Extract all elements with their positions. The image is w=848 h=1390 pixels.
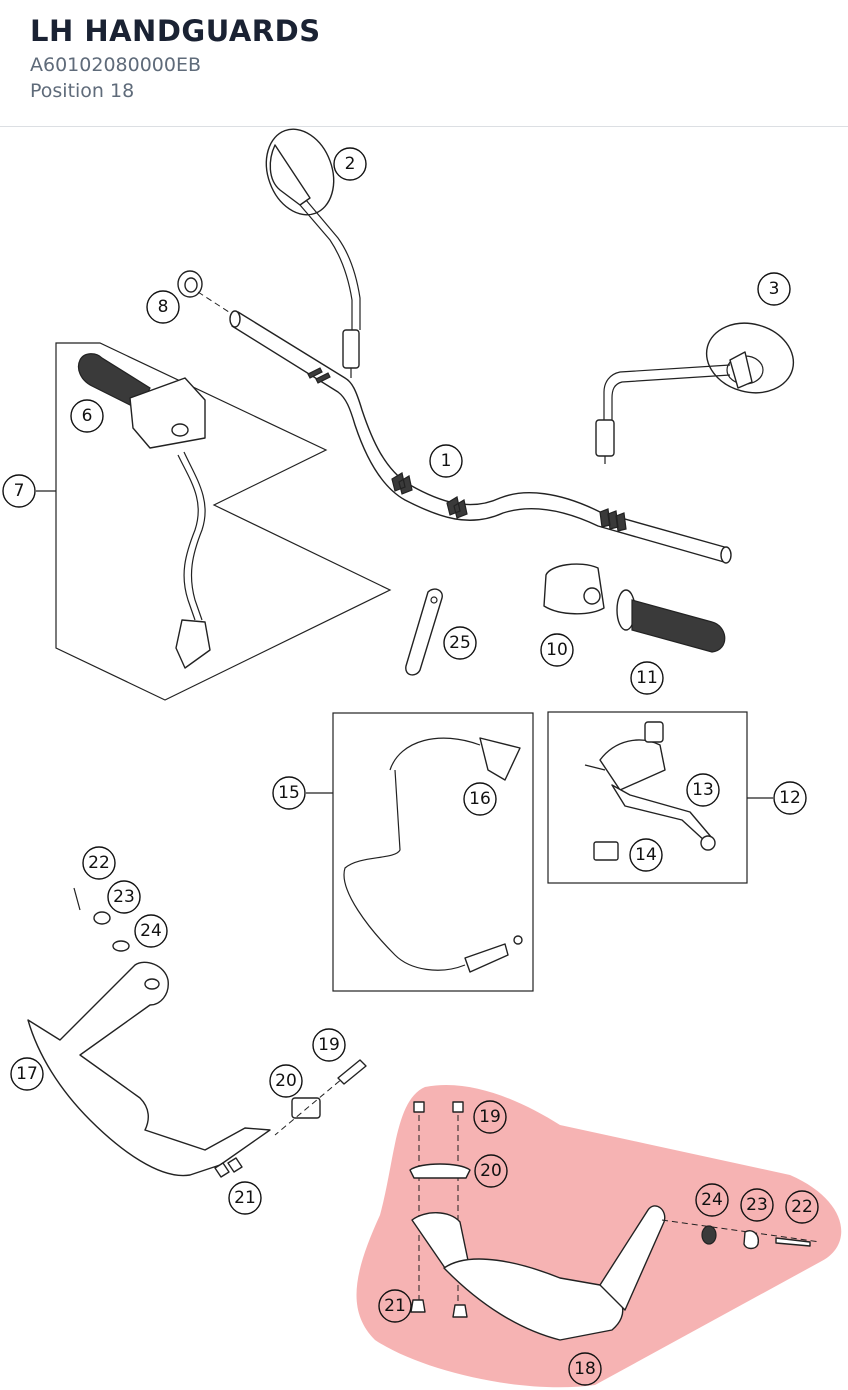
callout-19-right[interactable]: 19 — [473, 1100, 507, 1134]
callout-17[interactable]: 17 — [10, 1057, 44, 1091]
switch-10 — [543, 563, 605, 615]
svg-text:18: 18 — [574, 1359, 596, 1379]
svg-text:13: 13 — [692, 780, 714, 800]
handlebar — [229, 310, 732, 564]
svg-text:21: 21 — [234, 1188, 256, 1208]
callout-6[interactable]: 6 — [70, 399, 104, 433]
svg-text:22: 22 — [791, 1197, 813, 1217]
leader-lines — [36, 490, 773, 799]
position-label: Position 18 — [30, 80, 135, 102]
callout-11[interactable]: 11 — [630, 661, 664, 695]
callout-21-left[interactable]: 21 — [228, 1181, 262, 1215]
callout-23-right[interactable]: 23 — [740, 1188, 774, 1222]
callout-18[interactable]: 18 — [568, 1352, 602, 1386]
svg-text:23: 23 — [113, 887, 135, 907]
svg-text:22: 22 — [88, 853, 110, 873]
callout-24-right[interactable]: 24 — [695, 1183, 729, 1217]
callout-7[interactable]: 7 — [2, 474, 36, 508]
callout-1[interactable]: 1 — [429, 444, 463, 478]
svg-text:20: 20 — [275, 1071, 297, 1091]
handguard-18 — [409, 1101, 821, 1341]
svg-text:25: 25 — [449, 633, 471, 653]
svg-text:15: 15 — [278, 783, 300, 803]
callout-20-left[interactable]: 20 — [269, 1064, 303, 1098]
exploded-parts-diagram: 1 2 3 6 7 8 10 11 12 13 14 15 16 17 18 1… — [2, 128, 842, 1388]
svg-text:24: 24 — [701, 1190, 723, 1210]
callout-13[interactable]: 13 — [686, 773, 720, 807]
svg-text:11: 11 — [636, 668, 658, 688]
throttle-grip-6 — [77, 353, 211, 669]
group-box-15 — [332, 712, 534, 992]
callout-12[interactable]: 12 — [773, 781, 807, 815]
svg-text:21: 21 — [384, 1296, 406, 1316]
svg-text:16: 16 — [469, 789, 491, 809]
svg-text:1: 1 — [441, 451, 452, 471]
page-header: LH HANDGUARDS A60102080000EB Position 18 — [0, 0, 848, 127]
svg-text:17: 17 — [16, 1064, 38, 1084]
svg-text:12: 12 — [779, 788, 801, 808]
callout-14[interactable]: 14 — [629, 838, 663, 872]
clutch-cable-16 — [343, 737, 523, 973]
brake-lever-13 — [584, 721, 716, 851]
highlight-region-18[interactable] — [356, 1084, 842, 1388]
svg-text:19: 19 — [479, 1107, 501, 1127]
callout-10[interactable]: 10 — [540, 633, 574, 667]
handguard-17 — [27, 887, 367, 1178]
callout-23-left[interactable]: 23 — [107, 880, 141, 914]
grip-11 — [616, 589, 726, 653]
svg-text:24: 24 — [140, 921, 162, 941]
mirror-right — [595, 322, 795, 464]
callout-21-right[interactable]: 21 — [378, 1289, 412, 1323]
ring-part-8 — [177, 270, 233, 315]
part-25 — [405, 588, 443, 676]
svg-text:20: 20 — [480, 1161, 502, 1181]
callout-25[interactable]: 25 — [443, 626, 477, 660]
callout-15[interactable]: 15 — [272, 776, 306, 810]
svg-text:19: 19 — [318, 1035, 340, 1055]
callout-8[interactable]: 8 — [146, 290, 180, 324]
callout-19-left[interactable]: 19 — [312, 1028, 346, 1062]
svg-text:2: 2 — [345, 154, 356, 174]
callout-24-left[interactable]: 24 — [134, 914, 168, 948]
svg-text:10: 10 — [546, 640, 568, 660]
callout-3[interactable]: 3 — [757, 272, 791, 306]
callout-2[interactable]: 2 — [333, 147, 367, 181]
part-number: A60102080000EB — [30, 54, 202, 76]
callout-22-left[interactable]: 22 — [82, 846, 116, 880]
svg-text:23: 23 — [746, 1195, 768, 1215]
callout-20-right[interactable]: 20 — [474, 1154, 508, 1188]
callout-22-right[interactable]: 22 — [785, 1190, 819, 1224]
svg-text:3: 3 — [769, 279, 780, 299]
svg-text:8: 8 — [158, 297, 169, 317]
mirror-left — [265, 128, 361, 378]
svg-text:14: 14 — [635, 845, 657, 865]
callout-16[interactable]: 16 — [463, 782, 497, 816]
page-title: LH HANDGUARDS — [30, 14, 321, 48]
svg-text:6: 6 — [82, 406, 93, 426]
group-box-7 — [55, 342, 392, 701]
switch-14 — [593, 841, 619, 861]
svg-text:7: 7 — [14, 481, 25, 501]
